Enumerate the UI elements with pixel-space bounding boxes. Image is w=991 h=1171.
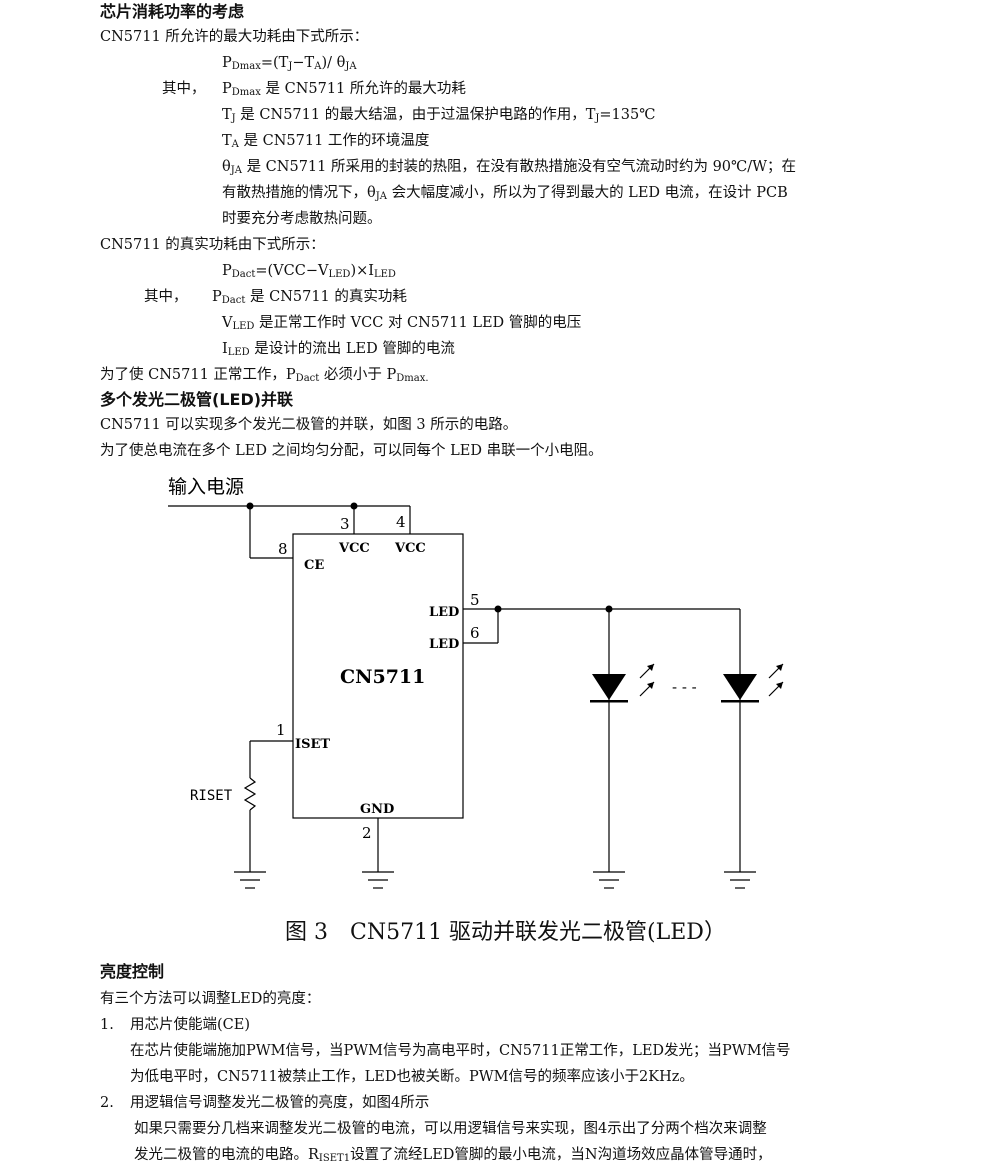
pin-label-gnd: GND (360, 802, 394, 817)
list-number: 1. (100, 1017, 114, 1033)
list-item-body: 在芯片使能端施加PWM信号，当PWM信号为高电平时，CN5711正常工作，LED… (130, 1043, 791, 1059)
definition-iled: ILED 是设计的流出 LED 管脚的电流 (222, 341, 455, 358)
list-item-body: 为低电平时，CN5711被禁止工作，LED也被关断。PWM信号的频率应该小于2K… (130, 1069, 694, 1085)
definition-thetaja-line2: 有散热措施的情况下，θJA 会大幅度减小，所以为了得到最大的 LED 电流，在设… (222, 185, 788, 202)
list-number: 2. (100, 1095, 114, 1111)
pin-number: 4 (396, 513, 406, 531)
section-heading-brightness: 亮度控制 (100, 962, 165, 981)
chip-name: CN5711 (340, 666, 425, 688)
definition-tj: TJ 是 CN5711 的最大结温，由于过温保护电路的作用，TJ=135℃ (222, 107, 656, 124)
pin-number: 3 (340, 515, 350, 533)
definition-pdmax: PDmax 是 CN5711 所允许的最大功耗 (222, 81, 466, 98)
paragraph: 为了使总电流在多个 LED 之间均匀分配，可以同每个 LED 串联一个小电阻。 (100, 443, 603, 459)
pin-label-iset: ISET (295, 737, 330, 752)
definition-vled: VLED 是正常工作时 VCC 对 CN5711 LED 管脚的电压 (222, 315, 582, 332)
pin-number: 1 (276, 721, 286, 739)
where-label: 其中， (162, 81, 206, 97)
pin-label-ce: CE (304, 558, 324, 573)
section-heading-power: 芯片消耗功率的考虑 (100, 2, 245, 21)
formula-pdmax: PDmax=(TJ−TA)/ θJA (222, 55, 357, 72)
pin-label-led: LED (429, 637, 459, 652)
ellipsis-dashes: - - - (672, 678, 697, 696)
list-item-title: 用逻辑信号调整发光二极管的亮度，如图4所示 (130, 1095, 430, 1111)
resistor-label: RISET (190, 788, 233, 804)
list-item-title: 用芯片使能端(CE) (130, 1017, 250, 1033)
figure-caption: 图 3 CN5711 驱动并联发光二极管(LED） (285, 920, 726, 945)
definition-thetaja: θJA 是 CN5711 所采用的封装的热阻，在没有散热措施没有空气流动时约为 … (222, 159, 797, 176)
section-heading-parallel: 多个发光二极管(LED)并联 (100, 390, 294, 409)
list-item-body: 发光二极管的电流的电路。RISET1设置了流经LED管脚的最小电流，当N沟道场效… (134, 1147, 772, 1164)
definition-thetaja-line3: 时要充分考虑散热问题。 (222, 211, 382, 227)
formula-pdact: PDact=(VCC−VLED)×ILED (222, 263, 396, 280)
pin-label-vcc: VCC (394, 541, 426, 556)
pin-number: 5 (470, 591, 480, 609)
pin-label-led: LED (429, 605, 459, 620)
definition-ta: TA 是 CN5711 工作的环境温度 (222, 133, 430, 150)
paragraph: CN5711 可以实现多个发光二极管的并联，如图 3 所示的电路。 (100, 417, 518, 433)
paragraph: CN5711 所允许的最大功耗由下式所示： (100, 29, 369, 45)
where-label: 其中， (144, 289, 188, 305)
pin-number: 8 (278, 540, 288, 558)
list-item-body: 如果只需要分几档来调整发光二极管的电流，可以用逻辑信号来实现，图4示出了分两个档… (134, 1121, 767, 1137)
pin-number: 2 (362, 824, 372, 842)
input-power-label: 输入电源 (168, 476, 244, 498)
definition-pdact: PDact 是 CN5711 的真实功耗 (212, 289, 407, 306)
paragraph: 有三个方法可以调整LED的亮度： (100, 991, 321, 1007)
conclusion: 为了使 CN5711 正常工作，PDact 必须小于 PDmax. (100, 367, 429, 384)
pin-label-vcc: VCC (338, 541, 370, 556)
paragraph: CN5711 的真实功耗由下式所示： (100, 237, 325, 253)
pin-number: 6 (470, 624, 480, 642)
